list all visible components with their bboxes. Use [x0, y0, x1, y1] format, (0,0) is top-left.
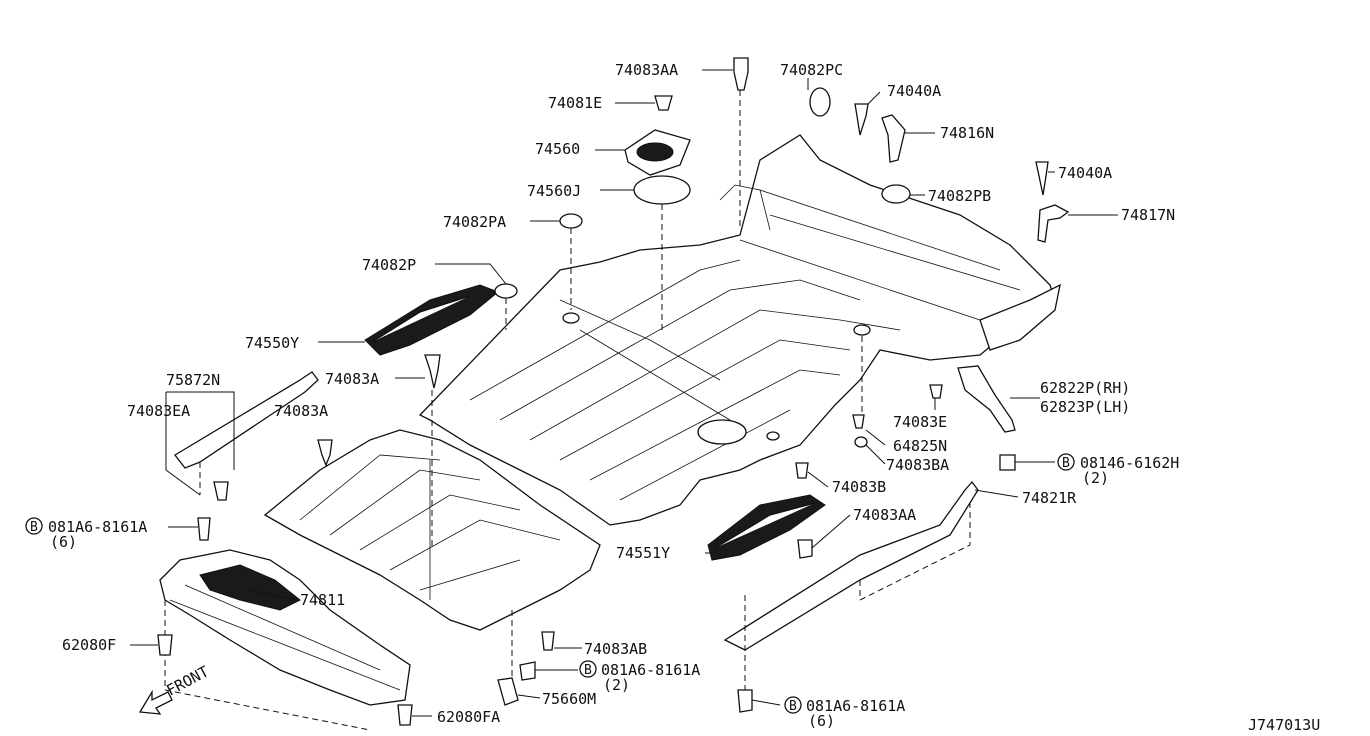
bracket-75872N [174, 371, 319, 495]
label-081A6-8161A-mid: 081A6-8161A [601, 661, 700, 679]
label-08146-6162H: 08146-6162H [1080, 454, 1179, 472]
label-74040A-top: 74040A [887, 82, 941, 100]
label-74082PA: 74082PA [443, 213, 506, 231]
clips [157, 57, 1049, 726]
label-74817N: 74817N [1121, 206, 1175, 224]
label-62080F: 62080F [62, 636, 116, 654]
bracket-74821R [723, 480, 979, 651]
label-74821R: 74821R [1022, 489, 1077, 507]
side-cover-74551Y [707, 494, 826, 561]
label-75872N: 75872N [166, 371, 220, 389]
label-081A6-bot-qty: (6) [808, 712, 835, 730]
label-64825N: 64825N [893, 437, 947, 455]
bracket-74816N [881, 114, 906, 163]
label-74551Y: 74551Y [616, 544, 670, 562]
bolt-callout-081A6-bot: B 081A6-8161A (6) [784, 696, 905, 730]
label-62822P: 62822P(RH) [1040, 379, 1130, 397]
bolt-symbol: B [584, 663, 592, 678]
bolt-symbol: B [30, 520, 38, 535]
label-75660M: 75660M [542, 690, 596, 708]
label-081A6-8161A-left: 081A6-8161A [48, 518, 147, 536]
front-direction-marker: FRONT [138, 662, 212, 715]
plug-74082PA [559, 213, 583, 229]
label-74550Y: 74550Y [245, 334, 299, 352]
label-081A6-mid-qty: (2) [603, 676, 630, 694]
label-74083E: 74083E [893, 413, 947, 431]
plug-74082PC [809, 87, 831, 117]
label-74816N: 74816N [940, 124, 994, 142]
label-62823P: 62823P(LH) [1040, 398, 1130, 416]
label-74083BA: 74083BA [886, 456, 949, 474]
bolt-symbol: B [789, 699, 797, 714]
service-cover-74560 [624, 129, 691, 176]
leader-lines [130, 69, 1118, 717]
bolt-callout-08146: B 08146-6162H (2) [1057, 453, 1179, 487]
bolt-callout-081A6-left: B 081A6-8161A (6) [25, 517, 147, 551]
floor-panel [418, 134, 1061, 526]
part-labels: 74083AA 74082PC 74081E 74040A 74816N 745… [25, 61, 1179, 730]
label-74083AB: 74083AB [584, 640, 647, 658]
label-74083AA-top: 74083AA [615, 61, 678, 79]
label-74083A-mid: 74083A [325, 370, 379, 388]
bracket-74817N [1037, 204, 1070, 243]
label-74560J: 74560J [527, 182, 581, 200]
seal-74560J [633, 175, 691, 205]
label-74560: 74560 [535, 140, 580, 158]
label-74083AA-low: 74083AA [853, 506, 916, 524]
label-74082PB: 74082PB [928, 187, 991, 205]
label-081A6-8161A-bot: 081A6-8161A [806, 697, 905, 715]
bracket-75660M [497, 677, 519, 706]
label-74083EA: 74083EA [127, 402, 190, 420]
plug-74082P [494, 283, 518, 299]
label-081A6-left-qty: (6) [50, 533, 77, 551]
plug-74082PB [881, 184, 911, 204]
label-74082P: 74082P [362, 256, 416, 274]
bolt-symbol: B [1062, 456, 1070, 471]
label-74083A-left: 74083A [274, 402, 328, 420]
diagram-id: J747013U [1248, 716, 1320, 734]
bracket-62822P [957, 365, 1016, 433]
label-74083B: 74083B [832, 478, 886, 496]
bolt-callout-081A6-mid: B 081A6-8161A (2) [579, 660, 700, 694]
label-74040A-right: 74040A [1058, 164, 1112, 182]
side-cover-74550Y [364, 284, 499, 356]
label-74081E: 74081E [548, 94, 602, 112]
label-08146-qty: (2) [1082, 469, 1109, 487]
label-74811: 74811 [300, 591, 345, 609]
label-74082PC: 74082PC [780, 61, 843, 79]
front-under-cover [159, 549, 411, 731]
label-62080FA: 62080FA [437, 708, 500, 726]
